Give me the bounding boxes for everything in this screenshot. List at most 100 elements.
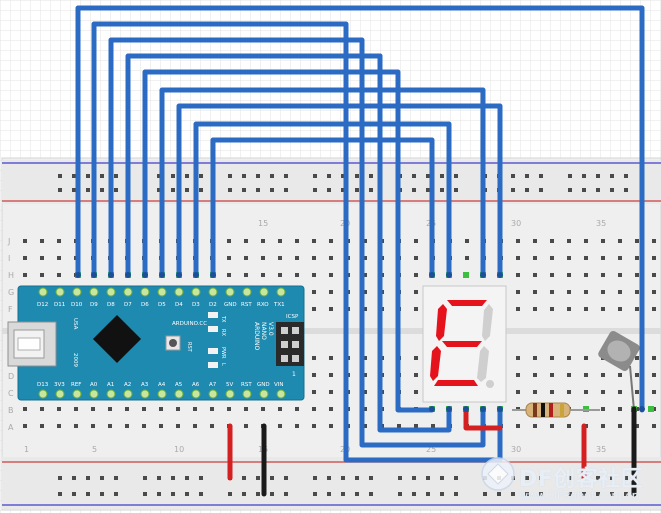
rail-hole xyxy=(497,492,501,496)
breadboard-hole xyxy=(329,390,333,394)
rail-hole xyxy=(426,476,430,480)
model-line-3: V3.0 xyxy=(267,322,274,336)
rail-hole xyxy=(270,174,274,178)
nano-bottom-pad xyxy=(259,389,269,399)
breadboard-hole xyxy=(108,407,112,411)
breadboard-hole xyxy=(516,390,520,394)
breadboard-hole xyxy=(23,273,27,277)
col-number-top-30: 30 xyxy=(511,219,521,228)
col-number-bottom-5: 5 xyxy=(92,445,97,454)
breadboard-hole xyxy=(652,239,656,243)
rail-hole xyxy=(157,188,161,192)
breadboard-hole xyxy=(414,424,418,428)
breadboard-hole xyxy=(363,256,367,260)
rail-hole xyxy=(157,476,161,480)
rail-hole xyxy=(440,188,444,192)
pin-label-d8: D8 xyxy=(107,302,115,308)
row-letter-c: C xyxy=(8,389,14,398)
breadboard-hole xyxy=(533,307,537,311)
segment-f xyxy=(436,304,447,341)
nano-bottom-pad xyxy=(72,389,82,399)
center-channel xyxy=(2,328,661,334)
rail-hole xyxy=(440,174,444,178)
pin-label-rst-top: RST xyxy=(241,302,252,308)
breadboard-hole xyxy=(618,307,622,311)
watermark-url: www.DFRobot.com.cn xyxy=(519,489,639,502)
rst-side-label: RST xyxy=(186,342,192,353)
breadboard-hole xyxy=(397,424,401,428)
breadboard-hole xyxy=(533,256,537,260)
breadboard-hole xyxy=(550,373,554,377)
breadboard-hole xyxy=(414,307,418,311)
wire-end xyxy=(108,272,114,278)
breadboard-hole xyxy=(176,424,180,428)
breadboard-hole xyxy=(550,290,554,294)
col-number-bottom-1: 1 xyxy=(24,445,29,454)
rail-hole xyxy=(114,188,118,192)
rail-hole xyxy=(199,174,203,178)
blue-jumper-wire xyxy=(91,21,503,463)
rail-hole xyxy=(624,476,628,480)
breadboard-hole xyxy=(312,390,316,394)
breadboard-hole xyxy=(601,256,605,260)
breadboard-hole xyxy=(261,256,265,260)
rail-hole xyxy=(86,188,90,192)
model-line-2: NANO xyxy=(260,322,267,340)
top-power-rail xyxy=(2,160,661,204)
pin-label-3v3: 3V3 xyxy=(54,382,65,388)
rail-hole xyxy=(624,492,628,496)
rail-hole xyxy=(100,174,104,178)
breadboard-hole xyxy=(516,307,520,311)
breadboard-hole xyxy=(312,273,316,277)
wire-end xyxy=(463,406,469,412)
pin-label-d11: D11 xyxy=(54,302,65,308)
rail-hole xyxy=(568,174,572,178)
row-letter-h: H xyxy=(8,271,14,280)
rail-hole xyxy=(539,174,543,178)
breadboard-hole xyxy=(601,373,605,377)
breadboard-hole xyxy=(533,273,537,277)
rail-hole xyxy=(58,188,62,192)
pin-label-a7: A7 xyxy=(209,382,217,388)
wire-end xyxy=(497,272,503,278)
nano-top-pad xyxy=(225,287,235,297)
breadboard-hole xyxy=(635,390,639,394)
breadboard-hole xyxy=(652,307,656,311)
blue-jumper-wire xyxy=(193,121,452,278)
breadboard-hole xyxy=(244,424,248,428)
breadboard-hole xyxy=(414,390,418,394)
rail-hole xyxy=(610,492,614,496)
segment-c xyxy=(477,346,489,382)
row-letter-a: A xyxy=(8,423,14,432)
breadboard-hole xyxy=(516,424,520,428)
segment-d xyxy=(434,380,478,386)
breadboard-hole xyxy=(567,307,571,311)
led-pwr xyxy=(208,348,218,354)
rail-hole xyxy=(511,188,515,192)
bottom-pin-labels: D13 3V3 REF A0 A1 A2 A3 A4 A5 A6 A7 5V R… xyxy=(37,382,284,388)
rail-hole xyxy=(454,174,458,178)
rail-hole xyxy=(72,174,76,178)
breadboard-hole xyxy=(601,390,605,394)
breadboard-hole xyxy=(601,424,605,428)
breadboard-hole xyxy=(635,356,639,360)
rail-hole xyxy=(256,188,260,192)
breadboard-hole xyxy=(278,407,282,411)
model-line-1: ARDUINO xyxy=(253,322,260,351)
breadboard-hole xyxy=(652,290,656,294)
pin-label-tx1: TX1 xyxy=(273,302,285,308)
breadboard-hole xyxy=(40,256,44,260)
breadboard-hole xyxy=(567,390,571,394)
nano-bottom-pad xyxy=(38,389,48,399)
pin-label-d3: D3 xyxy=(192,302,200,308)
rail-hole xyxy=(525,476,529,480)
breadboard-hole xyxy=(363,239,367,243)
breadboard-hole xyxy=(312,373,316,377)
resistor xyxy=(512,402,600,418)
col-number-bottom-10: 10 xyxy=(174,445,184,454)
nano-top-pad xyxy=(89,287,99,297)
tilt-sensor xyxy=(598,330,640,411)
rail-hole xyxy=(185,174,189,178)
segment-dp xyxy=(486,380,494,388)
breadboard-hole xyxy=(618,239,622,243)
